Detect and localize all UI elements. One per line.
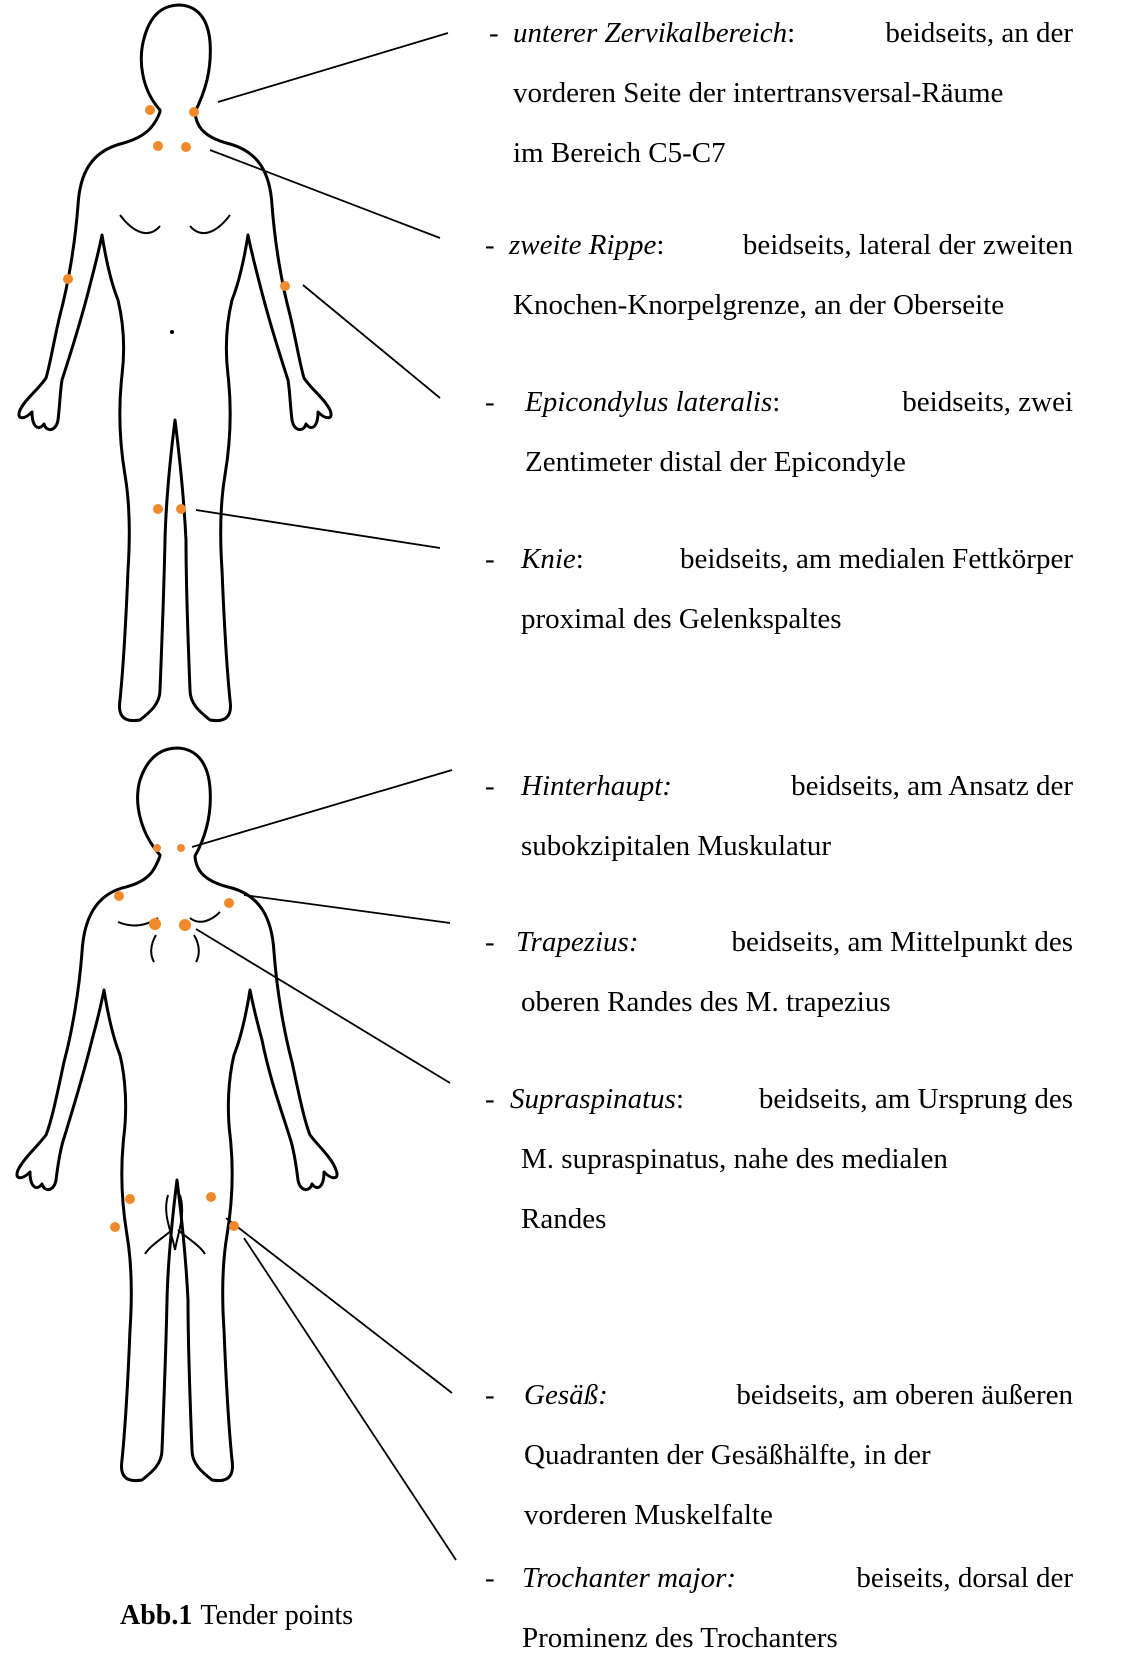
label-trochanter: - Trochanter major:beiseits, dorsal der …	[522, 1548, 1073, 1668]
leader-line-epicondylus	[303, 285, 440, 398]
back-tender-points	[110, 844, 239, 1232]
label-term: Knie	[521, 543, 576, 575]
back-body-outline	[17, 748, 337, 1481]
tender-point-trapezius-right	[224, 898, 234, 908]
label-text-line: Randes	[521, 1189, 606, 1249]
label-term: Gesäß:	[524, 1365, 608, 1425]
label-dash: -	[485, 1548, 495, 1608]
tender-point-trochanter-right	[229, 1221, 239, 1231]
leader-line-hinterhaupt	[192, 770, 452, 847]
front-body-outline	[19, 5, 331, 721]
figure-number: Abb.1	[120, 1600, 192, 1631]
label-text-line: vorderen Muskelfalte	[524, 1485, 773, 1545]
label-text-line: im Bereich C5-C7	[513, 123, 726, 183]
leader-line-knie	[196, 510, 440, 548]
label-term-punct: :	[787, 17, 795, 49]
front-tender-points	[63, 105, 290, 514]
tender-point-gesaess-left	[125, 1194, 135, 1204]
tender-point-knie-left	[153, 504, 163, 514]
tender-point-rippe-left	[153, 141, 163, 151]
label-term-punct: :	[656, 229, 664, 261]
back-scapula-detail	[118, 912, 220, 962]
label-text-line: beidseits, zwei	[902, 372, 1073, 432]
label-term: Hinterhaupt:	[521, 756, 672, 816]
tender-point-epicondylus-right	[280, 281, 290, 291]
label-zervikal: - unterer Zervikalbereich:beidseits, an …	[513, 3, 1073, 183]
tender-point-zervikal-right	[189, 107, 199, 117]
leader-line-gesaess	[226, 1218, 452, 1393]
label-dash: -	[485, 912, 495, 972]
label-term-punct: :	[676, 1083, 684, 1115]
label-dash: -	[485, 372, 495, 432]
tender-point-zervikal-left	[145, 105, 155, 115]
label-text-line: vorderen Seite der intertransversal-Räum…	[513, 63, 1003, 123]
label-term: Epicondylus lateralis	[525, 386, 772, 418]
label-rippe: - zweite Rippe:beidseits, lateral der zw…	[509, 215, 1073, 335]
front-chest-detail	[120, 215, 230, 233]
tender-point-epicondylus-left	[63, 274, 73, 284]
label-epicondylus: - Epicondylus lateralis:beidseits, zwei …	[525, 372, 1073, 492]
label-text-line: beidseits, am Ursprung des	[759, 1069, 1073, 1129]
label-text-line: Quadranten der Gesäßhälfte, in der	[524, 1425, 931, 1485]
tender-point-gesaess-right	[206, 1192, 216, 1202]
tender-point-supraspinatus-left	[149, 918, 161, 930]
tender-point-trapezius-left	[114, 891, 124, 901]
label-term-punct: :	[576, 543, 584, 575]
label-supraspinatus: - Supraspinatus:beidseits, am Ursprung d…	[510, 1069, 1073, 1249]
tender-point-trochanter-left	[110, 1222, 120, 1232]
label-dash: -	[485, 215, 495, 275]
label-text-line: subokzipitalen Muskulatur	[521, 816, 831, 876]
label-dash: -	[485, 1365, 495, 1425]
label-text-line: beidseits, am Ansatz der	[791, 756, 1073, 816]
leader-lines	[192, 33, 456, 1560]
figure-caption: Abb.1 Tender points	[120, 1600, 353, 1632]
label-term-punct: :	[772, 386, 780, 418]
leader-line-trapezius	[244, 895, 450, 923]
label-trapezius: - Trapezius:beidseits, am Mittelpunkt de…	[516, 912, 1073, 1032]
label-term: Trapezius:	[516, 912, 638, 972]
label-text-line: Knochen-Knorpelgrenze, an der Oberseite	[513, 275, 1004, 335]
label-term: Trochanter major:	[522, 1548, 736, 1608]
label-text-line: beidseits, am oberen äußeren	[736, 1365, 1073, 1425]
tender-point-supraspinatus-right	[179, 919, 191, 931]
tender-point-rippe-right	[181, 142, 191, 152]
tender-point-knie-right	[176, 504, 186, 514]
label-dash: -	[485, 1069, 495, 1129]
label-text-line: beiseits, dorsal der	[856, 1548, 1073, 1608]
tender-point-hinterhaupt-left	[153, 844, 161, 852]
label-text-line: beidseits, lateral der zweiten	[743, 215, 1073, 275]
label-text-line: beidseits, am Mittelpunkt des	[731, 912, 1073, 972]
label-hinterhaupt: - Hinterhaupt:beidseits, am Ansatz der s…	[521, 756, 1073, 876]
figure-caption-text: Tender points	[200, 1600, 353, 1631]
label-text-line: beidseits, an der	[885, 3, 1073, 63]
label-knie: - Knie:beidseits, am medialen Fettkörper…	[521, 529, 1073, 649]
label-text-line: Prominenz des Trochanters	[522, 1608, 838, 1668]
label-text-line: oberen Randes des M. trapezius	[521, 972, 891, 1032]
label-dash: -	[489, 3, 499, 63]
label-text-line: proximal des Gelenkspaltes	[521, 589, 842, 649]
label-gesaess: - Gesäß:beidseits, am oberen äußeren Qua…	[524, 1365, 1073, 1545]
label-term: Supraspinatus	[510, 1083, 676, 1115]
leader-line-rippe	[210, 150, 440, 238]
label-text-line: beidseits, am medialen Fettkörper	[680, 529, 1073, 589]
label-term: unterer Zervikalbereich	[513, 17, 787, 49]
label-text-line: M. supraspinatus, nahe des medialen	[521, 1129, 948, 1189]
leader-line-zervikal	[218, 33, 448, 102]
tender-point-hinterhaupt-right	[177, 844, 185, 852]
leader-line-trochanter	[244, 1238, 456, 1560]
label-dash: -	[485, 756, 495, 816]
front-navel	[170, 330, 174, 334]
label-dash: -	[485, 529, 495, 589]
label-text-line: Zentimeter distal der Epicondyle	[525, 432, 906, 492]
label-term: zweite Rippe	[509, 229, 656, 261]
